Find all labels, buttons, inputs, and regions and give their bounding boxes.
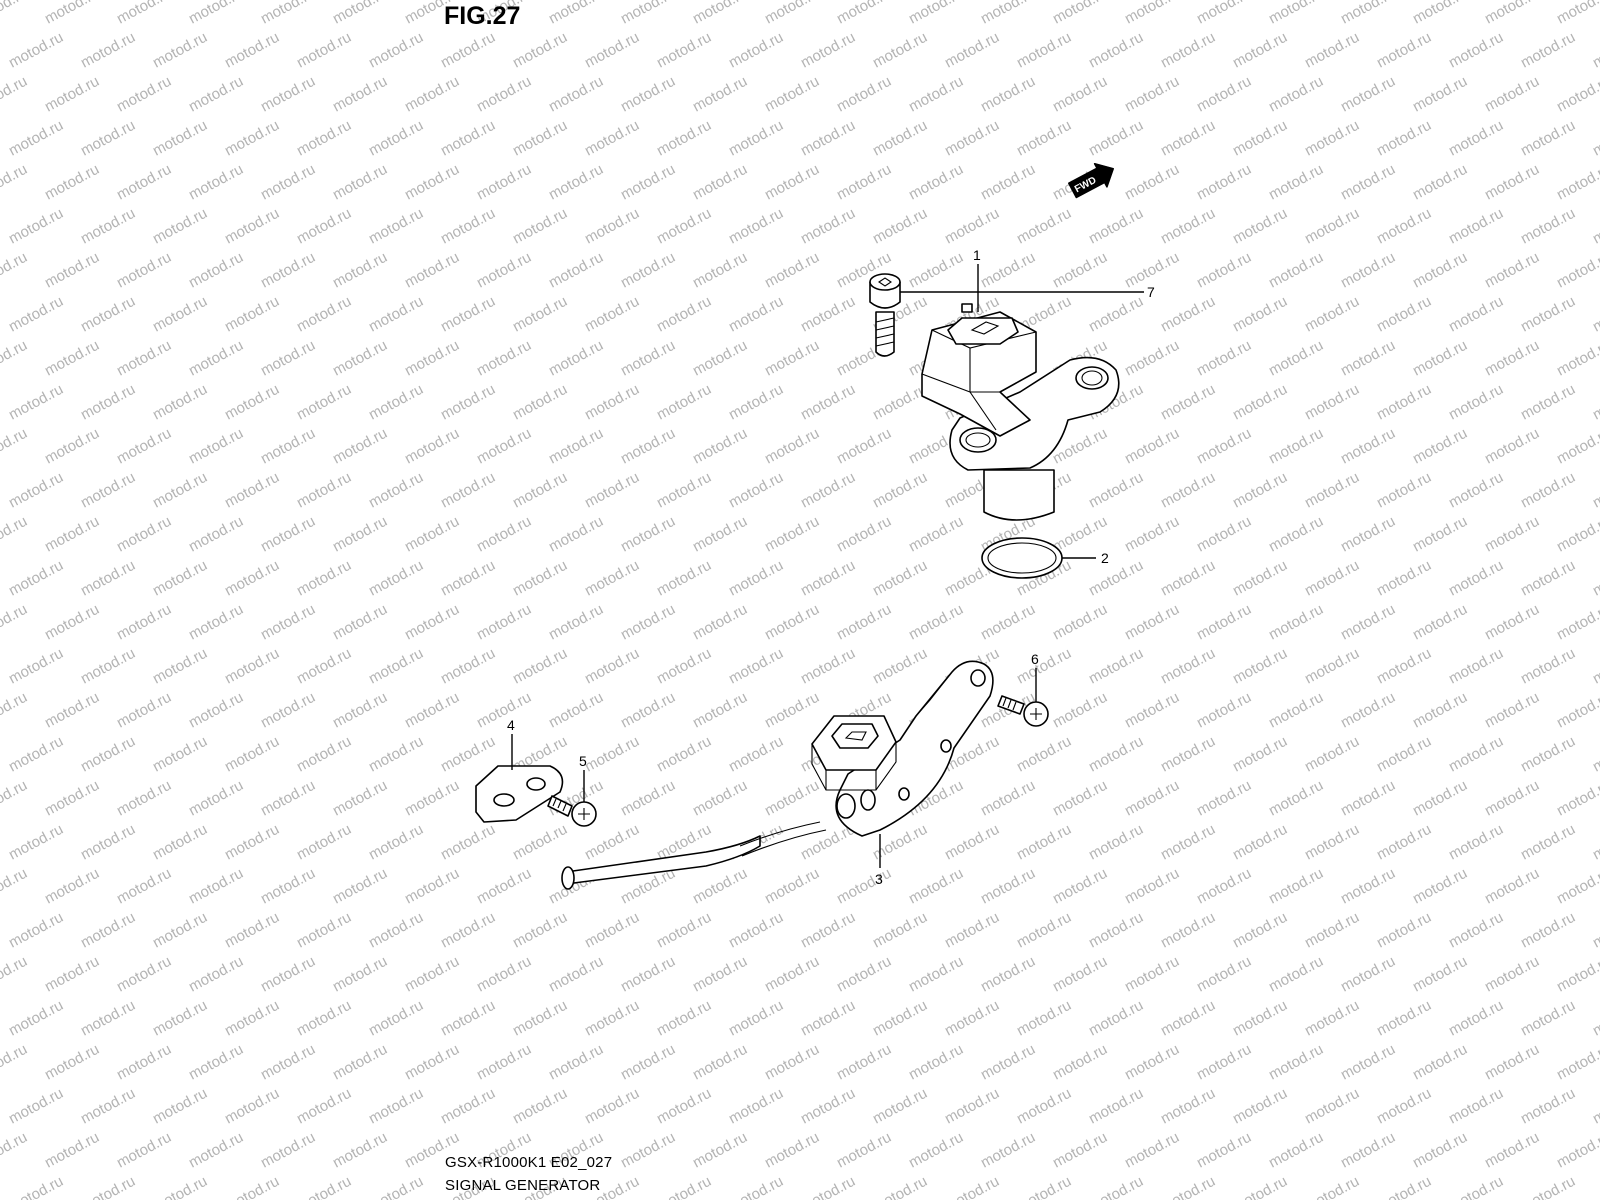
callout-4: 4 <box>507 717 515 733</box>
part-7-bolt <box>869 273 1144 357</box>
part-4-plate <box>475 734 564 823</box>
figure-title: FIG.27 <box>444 2 521 30</box>
callout-1: 1 <box>973 247 981 263</box>
model-code: GSX-R1000K1 E02_027 <box>445 1154 613 1171</box>
part-3-signal-generator <box>561 660 994 890</box>
part-1-sensor <box>921 264 1120 521</box>
callout-6: 6 <box>1031 651 1039 667</box>
callout-2: 2 <box>1101 550 1109 566</box>
callout-3: 3 <box>875 871 883 887</box>
section-title: SIGNAL GENERATOR <box>445 1177 601 1194</box>
part-5-screw <box>547 770 597 827</box>
callout-7: 7 <box>1147 284 1155 300</box>
forward-arrow-icon: FWD <box>1068 163 1114 199</box>
part-2-o-ring <box>981 537 1096 579</box>
callout-5: 5 <box>579 753 587 769</box>
part-6-screw <box>997 668 1049 727</box>
